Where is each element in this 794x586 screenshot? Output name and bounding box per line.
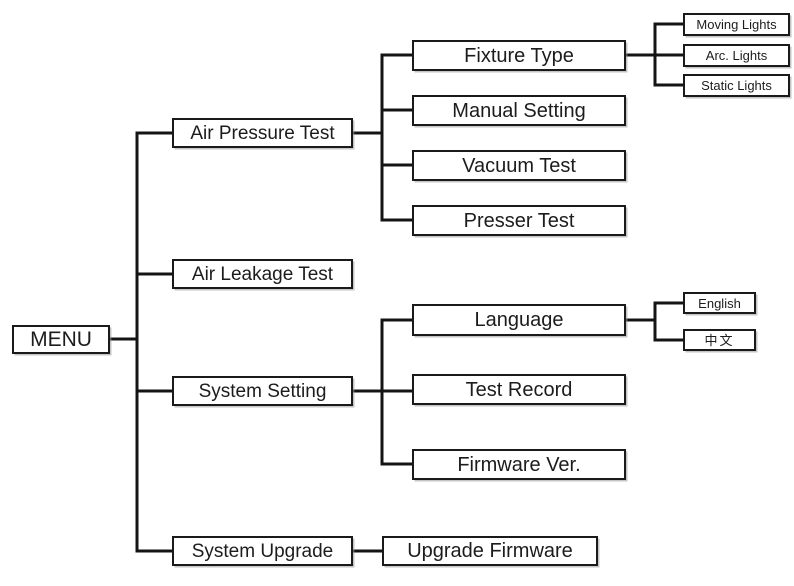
node-system-setting[interactable]: System Setting [172,376,353,406]
node-menu[interactable]: MENU [12,325,110,354]
node-air-pressure-test[interactable]: Air Pressure Test [172,118,353,148]
node-label: System Upgrade [191,540,334,562]
node-arc-lights[interactable]: Arc. Lights [683,44,790,67]
node-label: Vacuum Test [462,154,576,177]
node-label: Fixture Type [464,44,574,67]
node-label: Moving Lights [696,17,777,32]
node-label: Firmware Ver. [457,453,581,476]
node-manual-setting[interactable]: Manual Setting [412,95,626,126]
node-label: Manual Setting [452,99,586,122]
node-label: Upgrade Firmware [407,540,573,562]
node-label: Test Record [465,378,573,401]
node-test-record[interactable]: Test Record [412,374,626,405]
node-upgrade-firmware[interactable]: Upgrade Firmware [382,536,598,566]
node-label: Presser Test [463,209,575,232]
node-firmware-ver[interactable]: Firmware Ver. [412,449,626,480]
node-label: Arc. Lights [705,48,768,63]
node-label: English [698,295,741,311]
node-system-upgrade[interactable]: System Upgrade [172,536,353,566]
node-label: Static Lights [701,78,772,93]
node-vacuum-test[interactable]: Vacuum Test [412,150,626,181]
node-fixture-type[interactable]: Fixture Type [412,40,626,71]
node-label: Air Leakage Test [191,263,334,285]
node-presser-test[interactable]: Presser Test [412,205,626,236]
node-label: Air Pressure Test [190,122,335,144]
node-label: MENU [30,328,92,351]
node-label: 中文 [704,332,735,348]
node-label: System Setting [198,380,327,402]
node-chinese[interactable]: 中文 [683,329,756,351]
node-air-leakage-test[interactable]: Air Leakage Test [172,259,353,289]
node-moving-lights[interactable]: Moving Lights [683,13,790,36]
node-static-lights[interactable]: Static Lights [683,74,790,97]
node-language[interactable]: Language [412,304,626,336]
node-english[interactable]: English [683,292,756,314]
node-label: Language [474,309,564,331]
